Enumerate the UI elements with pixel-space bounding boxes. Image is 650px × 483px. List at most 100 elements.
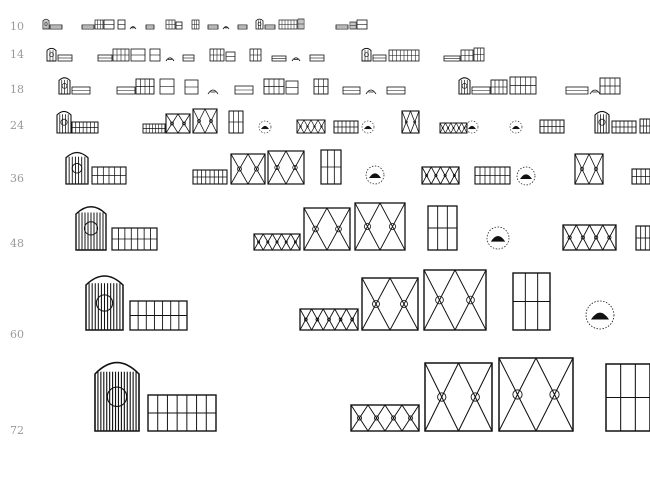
small-glyph (130, 48, 146, 62)
railing-panel-glyph (165, 113, 191, 134)
small-glyph (159, 78, 175, 95)
fence-glyph (129, 300, 188, 331)
fence-glyph (611, 120, 637, 134)
medallion-glyph (486, 226, 510, 250)
small-glyph (182, 54, 195, 62)
railing-panel-glyph (574, 153, 604, 185)
fence-glyph (639, 118, 650, 134)
scroll-glyph (222, 26, 230, 30)
size-label-24: 24 (10, 119, 24, 132)
medallion-glyph (516, 166, 536, 186)
size-label-48: 48 (10, 237, 24, 250)
scroll-glyph (165, 57, 175, 62)
railing-panel-glyph (192, 108, 218, 134)
fence-glyph (91, 166, 127, 185)
fence-glyph (191, 19, 200, 30)
fence-glyph (474, 166, 511, 185)
scroll-glyph (365, 89, 377, 95)
small-glyph (57, 54, 73, 62)
fence-glyph (349, 21, 357, 30)
gate-glyph (594, 110, 610, 134)
small-glyph (386, 86, 406, 95)
size-label-10: 10 (10, 20, 24, 33)
fence-glyph (192, 169, 228, 185)
railing-panel-glyph (296, 119, 326, 134)
scroll-glyph (129, 26, 137, 30)
fence-glyph (631, 168, 650, 185)
fence-glyph (539, 119, 565, 134)
small-glyph (285, 80, 299, 95)
small-glyph (145, 24, 155, 30)
fence-glyph (333, 120, 359, 134)
fence-glyph (249, 48, 262, 62)
fence-glyph (599, 77, 621, 95)
small-glyph (71, 86, 91, 95)
fence-glyph (320, 149, 342, 185)
small-glyph (234, 85, 254, 95)
fence-glyph (94, 19, 104, 30)
fence-glyph (388, 49, 420, 62)
gate-glyph (75, 206, 107, 251)
fence-glyph (111, 227, 158, 251)
small-glyph (271, 55, 287, 62)
gate-glyph (65, 151, 89, 185)
fence-glyph (297, 18, 305, 30)
small-glyph (207, 24, 219, 30)
fence-glyph (473, 47, 485, 62)
fence-glyph (313, 78, 329, 95)
small-glyph (97, 54, 113, 62)
small-glyph (175, 21, 183, 30)
railing-panel-glyph (299, 308, 359, 331)
fence-glyph (512, 272, 551, 331)
gate-glyph (42, 18, 50, 30)
small-glyph (471, 86, 491, 95)
small-glyph (309, 54, 325, 62)
medallion-glyph (361, 120, 375, 134)
fence-glyph (427, 205, 458, 251)
railing-panel-glyph (267, 150, 305, 185)
small-glyph (81, 24, 95, 30)
gate-glyph (85, 275, 124, 331)
fence-glyph (635, 225, 650, 251)
size-label-18: 18 (10, 83, 24, 96)
fence-glyph (71, 121, 99, 134)
scroll-glyph (589, 89, 601, 95)
medallion-glyph (365, 165, 385, 185)
fence-glyph (228, 110, 244, 134)
fence-glyph (490, 79, 508, 95)
medallion-glyph (465, 120, 479, 134)
small-glyph (264, 24, 276, 30)
railing-panel-glyph (303, 207, 351, 251)
fence-glyph (165, 19, 176, 30)
gate-glyph (56, 110, 72, 134)
railing-panel-glyph (361, 277, 419, 331)
fence-glyph (460, 49, 474, 62)
medallion-glyph (509, 120, 523, 134)
small-glyph (116, 86, 136, 95)
fence-glyph (147, 394, 217, 432)
railing-panel-glyph (424, 362, 493, 432)
fence-glyph (209, 48, 225, 62)
fence-glyph (135, 78, 155, 95)
small-glyph (149, 48, 161, 62)
size-label-60: 60 (10, 328, 24, 341)
scroll-glyph (207, 89, 219, 95)
gate-glyph (255, 18, 264, 30)
medallion-glyph (258, 120, 272, 134)
railing-panel-glyph (562, 224, 617, 251)
small-glyph (225, 51, 236, 62)
small-glyph (372, 54, 387, 62)
size-label-72: 72 (10, 424, 24, 437)
small-glyph (237, 24, 248, 30)
scroll-glyph (291, 57, 301, 62)
fence-glyph (112, 48, 130, 62)
size-label-36: 36 (10, 172, 24, 185)
railing-panel-glyph (421, 166, 460, 185)
fence-glyph (142, 123, 166, 134)
small-glyph (117, 19, 126, 30)
railing-panel-glyph (439, 122, 468, 134)
railing-panel-glyph (253, 233, 301, 251)
small-glyph (335, 24, 349, 30)
railing-panel-glyph (423, 269, 487, 331)
fence-glyph (605, 363, 650, 432)
